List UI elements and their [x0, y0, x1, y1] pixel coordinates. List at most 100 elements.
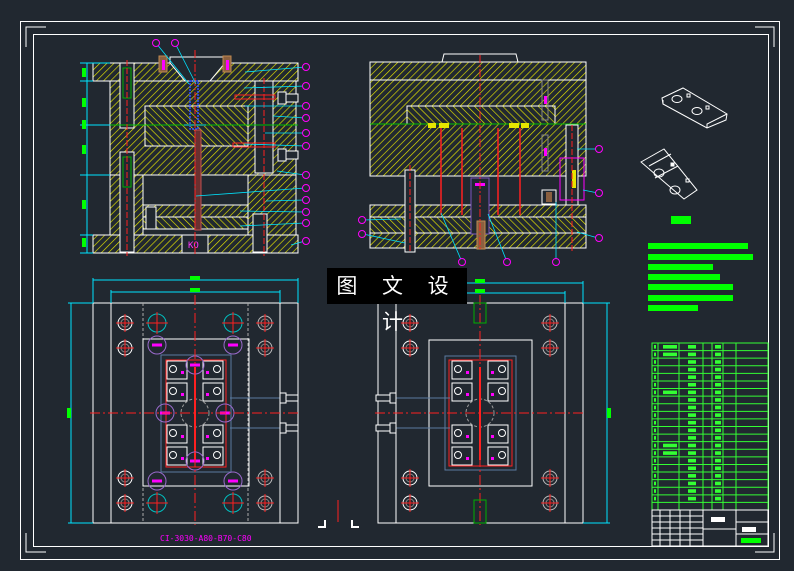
cavity-insert — [166, 424, 188, 444]
bom-cell-text — [654, 420, 656, 425]
bom-cell-text — [688, 345, 696, 349]
bom-cell-text — [688, 428, 696, 433]
bom-cell-text — [654, 489, 656, 493]
cavity-insert — [487, 424, 509, 444]
pin-mark — [228, 479, 238, 483]
pin-mark — [491, 435, 494, 438]
bom-cell-text — [715, 390, 721, 395]
bom-cell-text — [715, 420, 721, 425]
pin-mark — [466, 393, 469, 396]
cavity-insert — [166, 382, 188, 402]
bom-cell-text — [688, 466, 696, 471]
bom-cell-text — [663, 443, 677, 448]
return-pin-hole — [223, 471, 243, 491]
bom-cell-text — [654, 398, 656, 402]
plan-caption: CI-3030-A80-B70-C80 — [160, 534, 252, 543]
bom-cell-text — [663, 390, 677, 395]
pin-mark — [491, 393, 494, 396]
bom-cell-text — [688, 367, 696, 372]
bom-cell-text — [663, 451, 677, 455]
bom-cell-text — [654, 474, 656, 478]
tech-requirements — [648, 216, 753, 311]
cavity-boss — [498, 451, 506, 459]
bom-cell-text — [654, 436, 656, 440]
pin-mark — [181, 393, 184, 396]
bom-cell-text — [715, 360, 721, 364]
pin-mark — [181, 371, 184, 374]
bom-cell-text — [654, 496, 656, 501]
cavity-boss — [213, 429, 221, 437]
bom-cell-text — [654, 451, 656, 455]
bom-cell-text — [688, 496, 696, 501]
isometric-part-views — [640, 87, 728, 200]
cavity-insert — [202, 382, 224, 402]
bom-cell-text — [654, 352, 656, 357]
pin-mark — [206, 435, 209, 438]
moving-half-plan-view — [375, 279, 611, 525]
bom-cell-text — [654, 382, 656, 387]
bom-cell-text — [715, 367, 721, 372]
bom-cell-text — [688, 398, 696, 402]
bom-cell-text — [688, 375, 696, 379]
bom-cell-text — [654, 428, 656, 433]
bom-cell-text — [715, 496, 721, 501]
bom-cell-text — [654, 345, 656, 349]
return-pin-hole — [155, 403, 175, 423]
bom-cell-text — [715, 489, 721, 493]
bom-cell-text — [688, 382, 696, 387]
bom-cell-text — [654, 405, 656, 410]
cavity-boss — [498, 365, 506, 373]
drawing-frame — [20, 21, 780, 560]
cavity-insert — [202, 424, 224, 444]
pin-mark — [190, 363, 200, 367]
cavity-boss — [213, 387, 221, 395]
cavity-insert — [487, 382, 509, 402]
bom-cell-text — [715, 398, 721, 402]
bom-cell-text — [715, 413, 721, 417]
cavity-insert — [451, 446, 473, 466]
bom-cell-text — [654, 390, 656, 395]
bom-cell-text — [688, 390, 696, 395]
front-section-view: KO — [80, 50, 299, 256]
bom-cell-text — [654, 481, 656, 486]
pin-mark — [206, 371, 209, 374]
title-block-fills — [711, 517, 761, 543]
bom-cells — [654, 345, 721, 501]
front-balloons — [155, 42, 306, 246]
bom-cell-text — [688, 420, 696, 425]
bom-cell-text — [654, 360, 656, 364]
front-balloon-circles — [152, 39, 310, 245]
bom-cell-text — [688, 451, 696, 455]
bom-cell-text — [688, 405, 696, 410]
bom-cell-text — [715, 443, 721, 448]
cavity-boss — [213, 365, 221, 373]
bom-cell-text — [688, 413, 696, 417]
watermark-banner: 图 文 设 计 — [327, 268, 467, 334]
bom-cell-text — [688, 436, 696, 440]
pin-mark — [206, 457, 209, 460]
cavity-boss — [213, 451, 221, 459]
pin-mark — [181, 457, 184, 460]
cavity-insert — [451, 360, 473, 380]
bom-cell-text — [715, 458, 721, 463]
pin-mark — [206, 393, 209, 396]
bom-cell-text — [654, 466, 656, 471]
cavity-boss — [169, 365, 177, 373]
bom-cell-text — [663, 345, 677, 349]
bom-cell-text — [654, 458, 656, 463]
bom-cell-text — [715, 382, 721, 387]
pin-mark — [181, 435, 184, 438]
bom-cell-text — [715, 451, 721, 455]
pin-mark — [466, 435, 469, 438]
pin-mark — [491, 457, 494, 460]
pin-mark — [152, 479, 162, 483]
bom-cell-text — [715, 428, 721, 433]
bom-cell-text — [715, 405, 721, 410]
cavity-boss — [169, 451, 177, 459]
bom-cell-text — [654, 413, 656, 417]
bom-cell-text — [715, 436, 721, 440]
cavity-boss — [454, 451, 462, 459]
bom-cell-text — [715, 466, 721, 471]
cavity-insert — [451, 382, 473, 402]
bom-cell-text — [688, 481, 696, 486]
